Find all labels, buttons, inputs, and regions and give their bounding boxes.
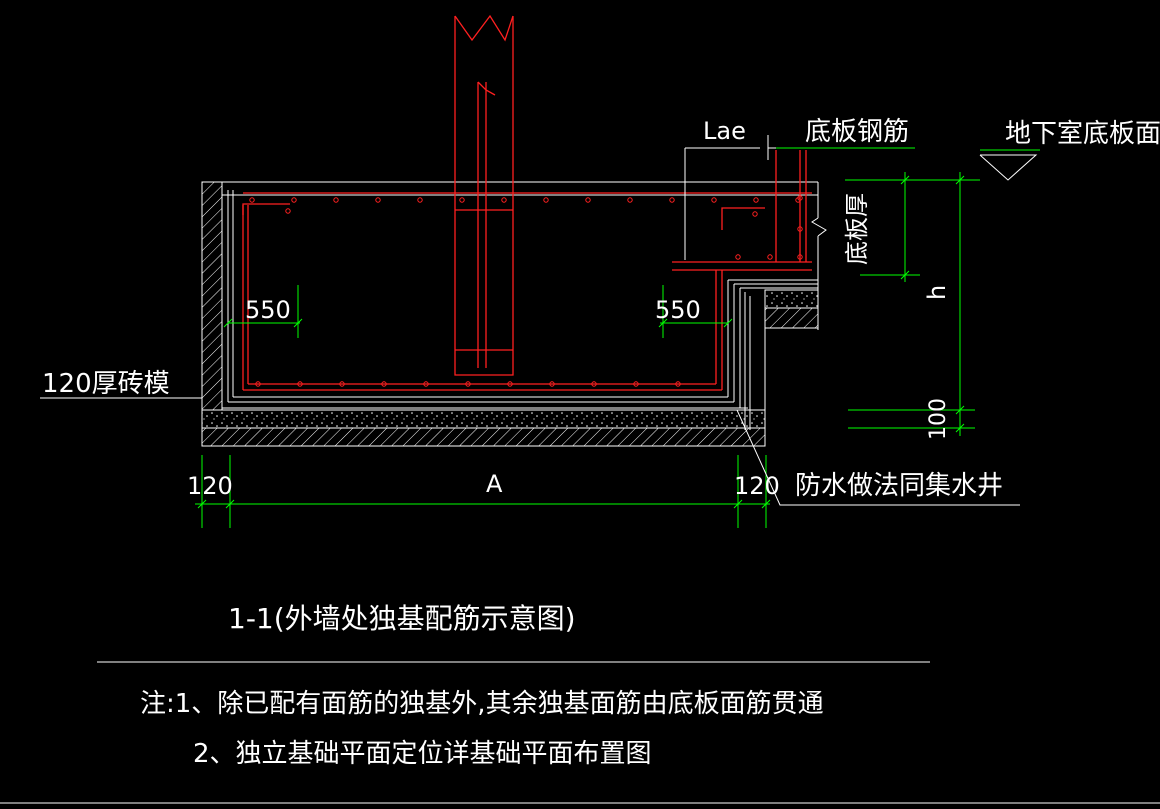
rebar-dot [465,381,471,387]
rebar-dot [507,381,513,387]
dim-a-label: A [486,470,503,498]
annotation-labels: Lae 底板钢筋 地下室底板面 底板厚 h 550 550 120厚砖模 100… [42,117,1160,769]
rebar-dot [797,254,803,260]
rebar-dot [255,381,261,387]
rebar-dot [459,197,465,203]
rebar-dots [249,195,803,387]
rebar-dot [585,197,591,203]
rebar-dot [333,197,339,203]
dim-120-right-label: 120 [734,472,780,500]
rebar-dot [375,197,381,203]
basement-floor-label: 地下室底板面 [1005,119,1160,149]
slab-rebar-label: 底板钢筋 [805,117,909,147]
rebar-dot [797,195,803,201]
h-label: h [923,285,951,300]
rebar-dot [249,197,255,203]
waterproof-label: 防水做法同集水井 [795,471,1003,501]
rebar-dot [291,197,297,203]
dimension-lines [195,147,1040,528]
rebar-dot [627,197,633,203]
rebar-dot [549,381,555,387]
note-line-1: 注:1、除已配有面筋的独基外,其余独基面筋由底板面筋贯通 [140,689,824,719]
dim-550-right-label: 550 [655,296,701,324]
dim-100-label: 100 [926,398,951,440]
rebar-dot [669,197,675,203]
rebar-dot [381,381,387,387]
rebar-dot [417,197,423,203]
rebar-dot [297,381,303,387]
brick-mold-label: 120厚砖模 [42,369,170,399]
dim-120-left-label: 120 [187,472,233,500]
rebar-dot [675,381,681,387]
rebar-dot [753,197,759,203]
rebar-dot [591,381,597,387]
cushion-layers [201,289,819,447]
rebar-dot [752,211,758,217]
rebar-dot [797,226,803,232]
rebar-dot [711,197,717,203]
rebar-dot [285,208,291,214]
leader-lines [0,135,1160,804]
rebar-dot [501,197,507,203]
rebar [242,14,812,391]
drawing-title: 1-1(外墙处独基配筋示意图) [228,602,576,635]
foundation-outline [202,181,827,409]
lae-label: Lae [703,117,746,145]
slab-thickness-label: 底板厚 [843,193,871,265]
rebar-dot [543,197,549,203]
note-line-2: 2、独立基础平面定位详基础平面布置图 [193,739,652,769]
rebar-dot [767,254,773,260]
rebar-dot [339,381,345,387]
rebar-dot [423,381,429,387]
brick-mold-wall [201,181,223,411]
dim-550-left-label: 550 [245,296,291,324]
rebar-dot [633,381,639,387]
rebar-dot [735,254,741,260]
